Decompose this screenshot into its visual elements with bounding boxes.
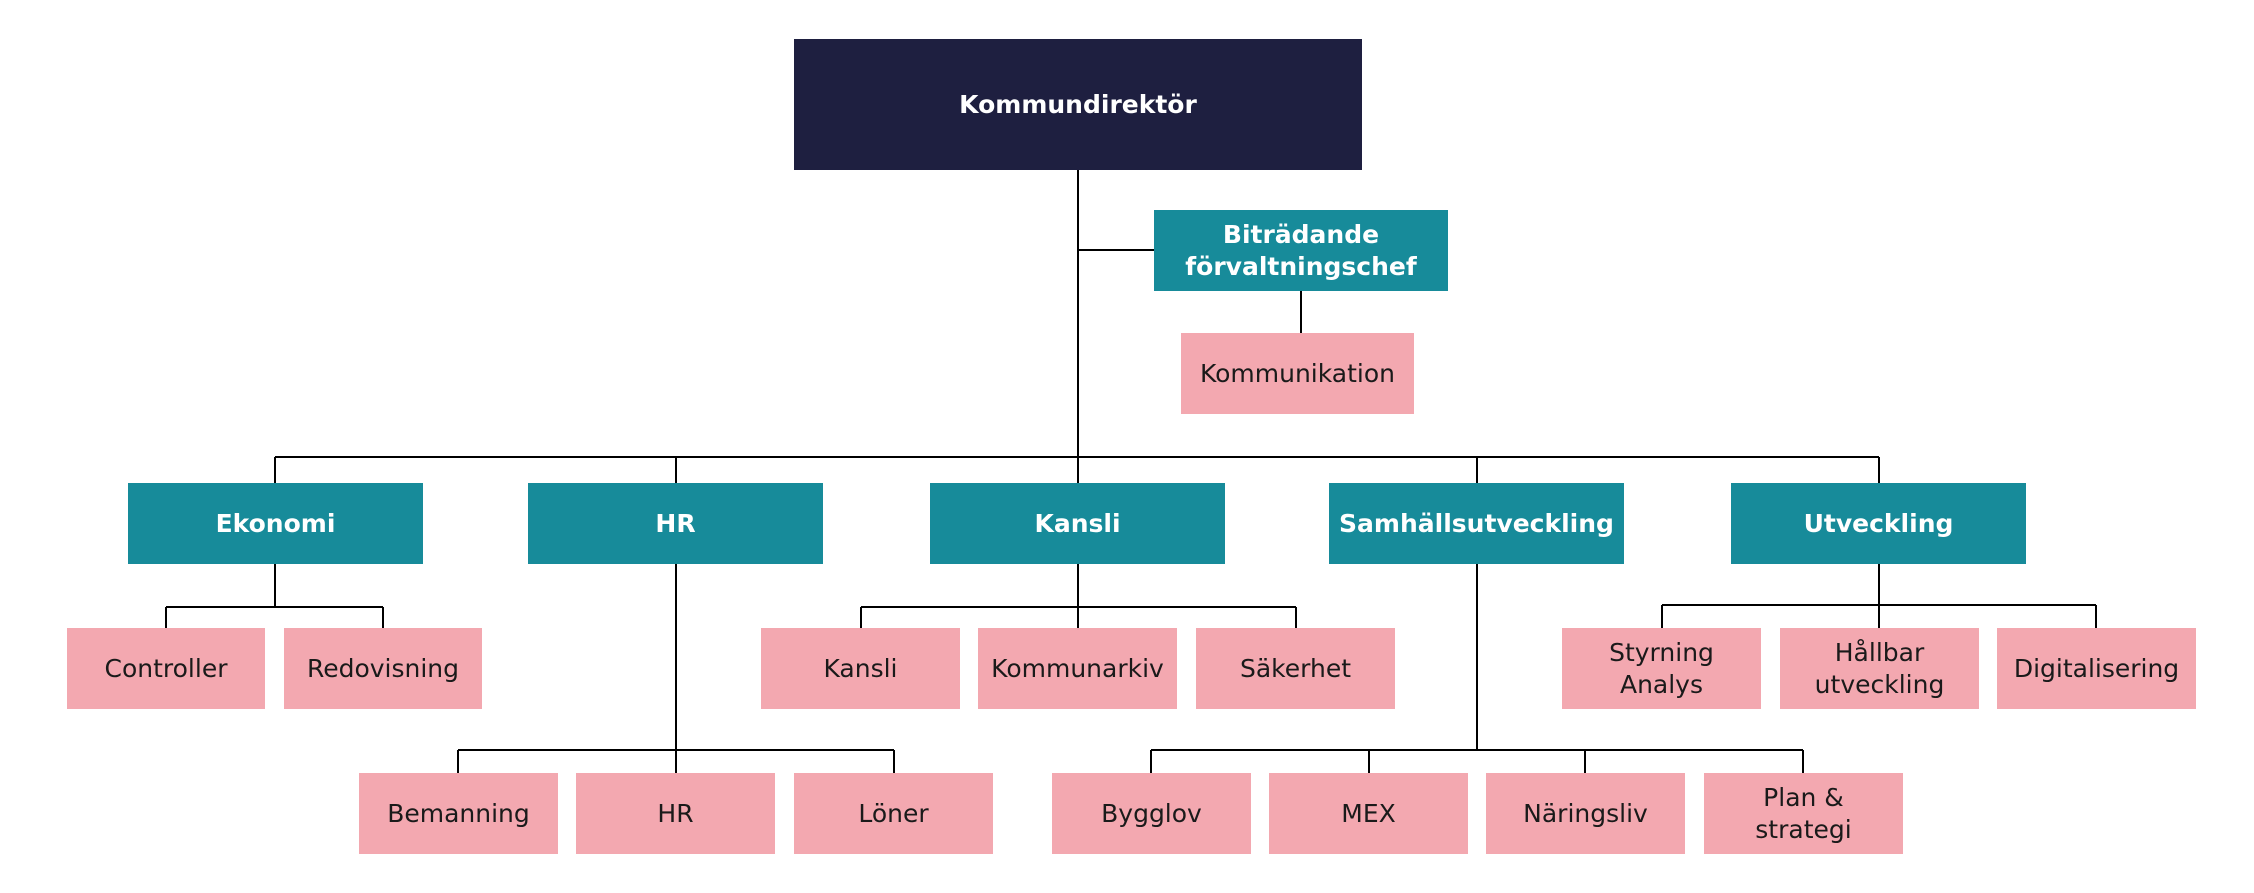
unit-label: Plan & strategi [1755,783,1852,844]
unit-label: Kansli [823,653,898,683]
unit-label: Löner [858,798,929,828]
unit-redovisning: Redovisning [284,628,482,709]
unit-bemanning: Bemanning [359,773,558,854]
unit-bygglov: Bygglov [1052,773,1251,854]
department-kansli: Kansli [930,483,1225,564]
unit-sakerhet: Säkerhet [1196,628,1395,709]
department-label: Utveckling [1803,508,1954,538]
unit-naringsliv: Näringsliv [1486,773,1685,854]
unit-controller: Controller [67,628,265,709]
unit-label: Näringsliv [1523,798,1648,828]
unit-styrning-analys: Styrning Analys [1562,628,1761,709]
department-samhallsutveckling: Samhällsutveckling [1329,483,1624,564]
unit-digitalisering: Digitalisering [1997,628,2196,709]
unit-label: HR [657,798,694,828]
department-hr: HR [528,483,823,564]
unit-hr: HR [576,773,775,854]
unit-label: Hållbar utveckling [1814,638,1945,699]
unit-label: MEX [1341,798,1396,828]
director-label: Kommundirektör [959,89,1197,119]
unit-mex: MEX [1269,773,1468,854]
department-ekonomi: Ekonomi [128,483,423,564]
deputy-label: Biträdande förvaltningschef [1185,220,1417,281]
unit-label: Kommunarkiv [991,653,1164,683]
director-box: Kommundirektör [794,39,1362,170]
department-label: Ekonomi [215,508,336,538]
unit-kommunarkiv: Kommunarkiv [978,628,1177,709]
unit-hallbar-utveckling: Hållbar utveckling [1780,628,1979,709]
unit-loner: Löner [794,773,993,854]
deputy-unit-box: Kommunikation [1181,333,1414,414]
unit-label: Säkerhet [1239,653,1352,683]
department-label: Kansli [1034,508,1121,538]
department-utveckling: Utveckling [1731,483,2026,564]
unit-plan-strategi: Plan & strategi [1704,773,1903,854]
unit-label: Styrning Analys [1609,638,1714,699]
unit-label: Controller [104,653,228,683]
department-label: HR [655,508,696,538]
unit-label: Digitalisering [2013,653,2180,683]
department-label: Samhällsutveckling [1339,508,1614,538]
deputy-box: Biträdande förvaltningschef [1154,210,1448,291]
unit-label: Bygglov [1101,798,1202,828]
unit-kansli: Kansli [761,628,960,709]
unit-label: Bemanning [387,798,530,828]
unit-label: Redovisning [306,653,460,683]
deputy-unit-label: Kommunikation [1199,358,1396,388]
